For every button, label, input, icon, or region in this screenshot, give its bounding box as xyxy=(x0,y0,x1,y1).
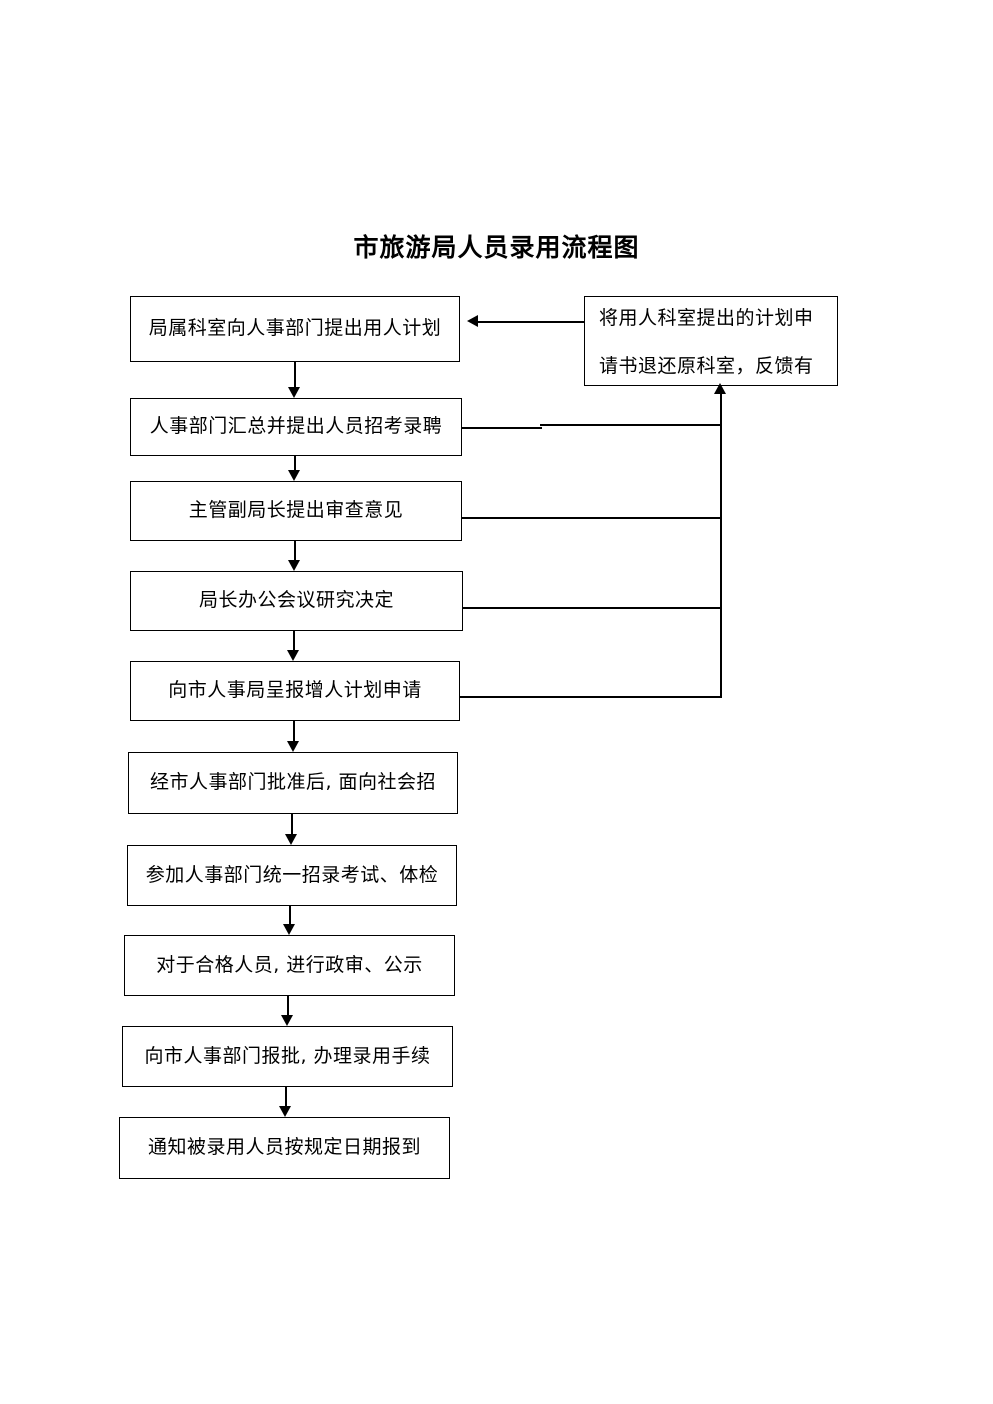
flow-node-8: 对于合格人员, 进行政审、公示 xyxy=(124,935,455,996)
edge-n1-n2-line xyxy=(294,362,296,387)
edge-n3-n4-line xyxy=(294,541,296,560)
edge-n8-n9-line xyxy=(287,996,289,1015)
flow-node-return-line2: 请书退还原科室，反馈有 xyxy=(599,354,814,377)
edge-n9-n10-arrow-icon xyxy=(279,1106,291,1117)
edge-return-to-n1-arrow-icon xyxy=(467,315,478,327)
edge-n2-feedback-line-a xyxy=(462,427,542,429)
flow-node-9: 向市人事部门报批, 办理录用手续 xyxy=(122,1026,453,1087)
edge-n4-n5-line xyxy=(293,631,295,650)
flow-node-3-label: 主管副局长提出审查意见 xyxy=(188,499,404,522)
flow-node-7: 参加人事部门统一招录考试、体检 xyxy=(127,845,457,906)
edge-n5-n6-line xyxy=(293,721,295,741)
flow-node-9-label: 向市人事部门报批, 办理录用手续 xyxy=(144,1044,431,1067)
edge-return-to-n1-line xyxy=(478,321,584,323)
edge-n3-feedback-line xyxy=(462,517,722,519)
flow-node-2: 人事部门汇总并提出人员招考录聘 xyxy=(130,398,462,456)
flow-node-8-label: 对于合格人员, 进行政审、公示 xyxy=(156,953,423,976)
flow-node-10-label: 通知被录用人员按规定日期报到 xyxy=(147,1136,421,1159)
flow-node-2-label: 人事部门汇总并提出人员招考录聘 xyxy=(149,415,443,438)
edge-n6-n7-arrow-icon xyxy=(285,834,297,845)
edge-n9-n10-line xyxy=(285,1087,287,1106)
edge-n2-n3-arrow-icon xyxy=(288,470,300,481)
edge-n2-feedback-line-b xyxy=(540,424,722,426)
edge-n1-n2-arrow-icon xyxy=(288,387,300,398)
edge-n8-n9-arrow-icon xyxy=(281,1015,293,1026)
edge-n5-feedback-line xyxy=(460,696,722,698)
edge-n2-n3-line xyxy=(294,456,296,470)
flow-node-6: 经市人事部门批准后, 面向社会招 xyxy=(128,752,458,814)
flow-node-5: 向市人事局呈报增人计划申请 xyxy=(130,661,460,721)
edge-n7-n8-arrow-icon xyxy=(283,924,295,935)
flow-node-7-label: 参加人事部门统一招录考试、体检 xyxy=(145,863,439,886)
edge-n5-n6-arrow-icon xyxy=(287,741,299,752)
edge-feedback-riser xyxy=(720,394,722,697)
edge-n7-n8-line xyxy=(289,906,291,924)
edge-n3-n4-arrow-icon xyxy=(288,560,300,571)
flow-node-1: 局属科室向人事部门提出用人计划 xyxy=(130,296,460,362)
flow-node-6-label: 经市人事部门批准后, 面向社会招 xyxy=(149,771,437,794)
flow-node-return: 将用人科室提出的计划申 请书退还原科室，反馈有 xyxy=(584,296,838,386)
flow-node-10: 通知被录用人员按规定日期报到 xyxy=(119,1117,450,1179)
flow-node-return-line1: 将用人科室提出的计划申 xyxy=(599,307,814,329)
edge-n4-n5-arrow-icon xyxy=(287,650,299,661)
flow-node-5-label: 向市人事局呈报增人计划申请 xyxy=(168,679,422,702)
edge-n6-n7-line xyxy=(291,814,293,834)
flow-node-1-label: 局属科室向人事部门提出用人计划 xyxy=(148,317,442,340)
flow-node-4: 局长办公会议研究决定 xyxy=(130,571,463,631)
flow-node-4-label: 局长办公会议研究决定 xyxy=(198,589,394,612)
flow-node-3: 主管副局长提出审查意见 xyxy=(130,481,462,541)
page-title: 市旅游局人员录用流程图 xyxy=(353,233,640,262)
edge-n4-feedback-line xyxy=(463,607,722,609)
edge-feedback-arrow-icon xyxy=(714,383,726,394)
